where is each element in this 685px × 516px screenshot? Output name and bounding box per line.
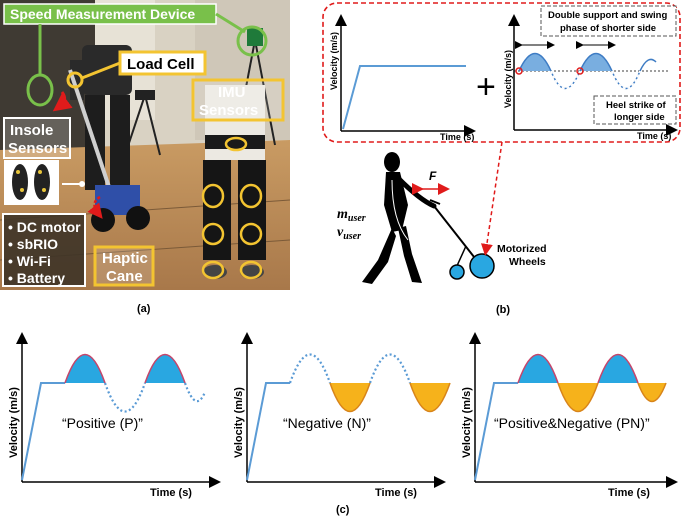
c1-dip-1 xyxy=(103,382,147,413)
c3-xlabel: Time (s) xyxy=(608,487,650,499)
c3-label: “Positive&Negative (PN)” xyxy=(494,415,650,431)
c2-xlabel: Time (s) xyxy=(375,487,417,499)
imu-label-line1: IMU xyxy=(218,84,246,101)
panel-c-graph-pn: “Positive&Negative (PN)” Time (s) Veloci… xyxy=(461,332,678,499)
c1-ramp-line xyxy=(21,382,65,481)
c3-ylabel: Velocity (m/s) xyxy=(461,387,473,458)
panel-b-right-graph: Time (s) Velocity (m/s) xyxy=(503,14,678,141)
annotation-double-support: Double support and swing phase of shorte… xyxy=(548,10,670,34)
panel-c-graph-negative: “Negative (N)” Time (s) Velocity (m/s) xyxy=(233,332,451,499)
b-left-xlabel: Time (s) xyxy=(440,132,474,142)
annotation-heel-strike-line1: Heel strike of xyxy=(606,100,666,111)
speed-device-circle-left xyxy=(26,73,54,107)
c1-ylabel: Velocity (m/s) xyxy=(8,387,20,458)
speed-device-label: Speed Measurement Device xyxy=(10,6,195,22)
panel-b-left-graph: Time (s) Velocity (m/s) xyxy=(329,14,476,142)
b-left-velocity-line xyxy=(342,65,466,130)
insole-label-line1: Insole xyxy=(10,122,53,139)
c1-hump-1-edge xyxy=(64,353,106,384)
large-wheel xyxy=(469,253,495,279)
motorized-wheels-line2: Wheels xyxy=(509,256,546,268)
force-label: F xyxy=(429,169,437,183)
annotation-double-support-line2: phase of shorter side xyxy=(560,23,656,34)
c2-hump-2 xyxy=(368,353,412,384)
motorized-wheels-label: Motorized Wheels xyxy=(497,243,550,268)
annotation-double-support-box xyxy=(540,5,677,37)
component-list-box xyxy=(2,213,86,287)
load-cell-label: Load Cell xyxy=(127,56,195,73)
component-item-4: • Battery xyxy=(8,270,65,286)
c2-ylabel: Velocity (m/s) xyxy=(233,387,245,458)
insole-right xyxy=(34,164,50,200)
panel-c-graph-positive: “Positive (P)” Time (s) Velocity (m/s) xyxy=(8,332,221,499)
imu-circle-thigh-left xyxy=(201,183,225,209)
c2-dip-2-edge xyxy=(409,382,451,413)
cane-handle xyxy=(429,199,441,205)
frame-to-wheels-arrow xyxy=(480,141,503,256)
annotation-heel-strike-box xyxy=(593,95,677,125)
b-right-dash-1 xyxy=(550,70,581,90)
panel-c-caption: (c) xyxy=(336,504,350,516)
insole-label-box xyxy=(3,117,71,159)
velocity-user-label: vuser xyxy=(337,225,361,242)
speed-device-circle-right xyxy=(236,25,268,57)
load-cell-leader xyxy=(81,61,121,80)
c1-dip-2 xyxy=(183,382,207,403)
c2-label: “Negative (N)” xyxy=(283,415,371,431)
insole-left xyxy=(12,164,28,200)
motorized-wheels-line1: Motorized xyxy=(497,243,547,255)
imu-circle-shank-right xyxy=(239,222,263,246)
plus-sign: + xyxy=(476,68,496,106)
component-item-1: • DC motor xyxy=(8,219,81,235)
c1-hump-2-edge xyxy=(144,353,186,384)
load-cell-circle xyxy=(66,71,84,89)
component-item-3: • Wi-Fi xyxy=(8,253,51,269)
c2-hump-1 xyxy=(288,353,332,384)
load-cell-red-arrow xyxy=(52,91,73,112)
haptic-cane-label: Haptic Cane xyxy=(102,250,152,285)
c2-ramp-line xyxy=(246,382,290,481)
imu-label-box xyxy=(191,78,285,122)
c1-label: “Positive (P)” xyxy=(62,415,143,431)
walker-silhouette xyxy=(362,152,437,284)
b-right-heelstrike-1 xyxy=(515,67,523,75)
c3-hump-1-edge xyxy=(517,353,559,384)
annotation-heel-strike-line2: longer side xyxy=(614,112,665,123)
b-left-ylabel: Velocity (m/s) xyxy=(329,32,339,90)
imu-circle-foot-left xyxy=(201,260,225,280)
b-right-heelstrike-2 xyxy=(576,67,584,75)
panel-a-caption: (a) xyxy=(137,303,151,315)
b-right-ylabel: Velocity (m/s) xyxy=(503,50,513,108)
c3-ramp-line xyxy=(474,382,518,481)
mass-user-label: muser xyxy=(337,207,366,224)
imu-label: IMU Sensors xyxy=(199,84,258,119)
imu-circle-waist xyxy=(224,136,248,152)
component-item-2: • sbRIO xyxy=(8,236,58,252)
c3-dip-1-edge xyxy=(557,382,599,413)
imu-label-line2: Sensors xyxy=(199,102,258,119)
b-right-xlabel: Time (s) xyxy=(637,131,671,141)
speed-device-leader-right xyxy=(215,12,246,34)
c2-dip-1-edge xyxy=(329,382,371,413)
haptic-cane-line2: Cane xyxy=(106,268,143,285)
imu-circle-shank-left xyxy=(201,222,225,246)
b-right-dash-2 xyxy=(611,70,641,90)
insole-label-line2: Sensors xyxy=(8,140,67,157)
imu-circle-foot-right xyxy=(239,260,263,280)
haptic-cane-label-box xyxy=(93,245,155,287)
cane-red-arrow xyxy=(87,195,103,219)
c3-hump-2-edge xyxy=(597,353,639,384)
small-wheel xyxy=(449,264,465,280)
b-right-wave-line xyxy=(518,52,657,90)
annotation-double-support-line1: Double support and swing xyxy=(548,10,667,21)
panel-b-caption: (b) xyxy=(496,304,510,316)
c1-xlabel: Time (s) xyxy=(150,487,192,499)
imu-circle-thigh-right xyxy=(239,183,263,209)
insole-label: Insole Sensors xyxy=(8,122,67,157)
c3-dip-2-edge xyxy=(637,382,667,403)
cane-shaft xyxy=(433,205,479,263)
haptic-cane-line1: Haptic xyxy=(102,250,148,267)
annotation-heel-strike: Heel strike of longer side xyxy=(606,100,668,123)
